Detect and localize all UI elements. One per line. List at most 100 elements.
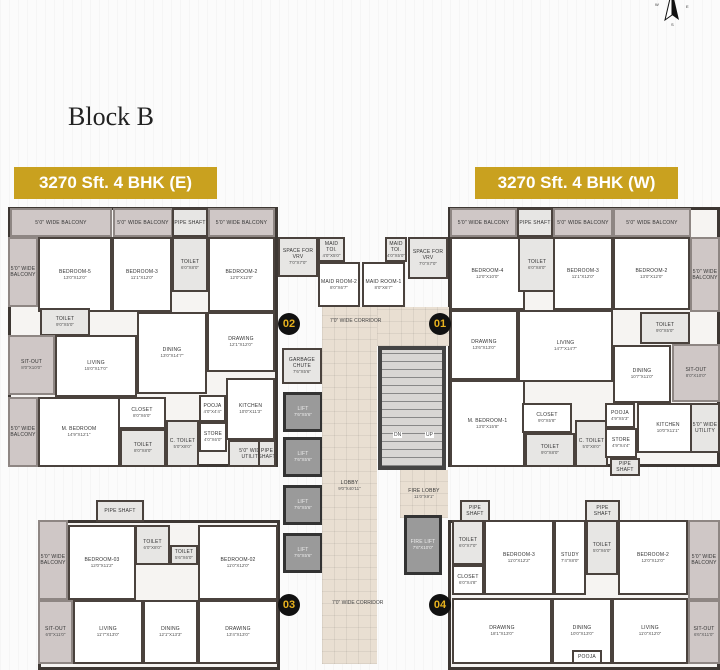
room-size: 10'0"X11'1"	[656, 428, 680, 433]
room-size: 12'0"X11'2"	[90, 562, 114, 568]
room-size: 8'0"X6'7"	[330, 284, 348, 290]
room-5-0-wide-utility: 5'0" WIDE UTILITY	[690, 403, 720, 453]
room-size: 9'0"X8'0"	[541, 450, 559, 455]
room-size: 8'0"X6'7"	[374, 284, 393, 290]
room-name: LIFT	[297, 499, 309, 505]
room-name: 5'0" WIDE BALCONY	[557, 219, 609, 226]
unit-type-badge-east: 3270 Sft. 4 BHK (E)	[14, 167, 217, 199]
corridor-label-top: 7'0" WIDE CORRIDOR	[330, 318, 382, 324]
room-pipe-shaft: PIPE SHAFT	[258, 440, 276, 467]
room-size: 5'0"X8'0"	[173, 443, 192, 449]
room-name: LOBBY	[340, 479, 359, 486]
room-size: 4'0"X6'0"	[204, 437, 222, 442]
room-name: 5'0" WIDE BALCONY	[10, 266, 36, 278]
room-5-0-wide-balcony: 5'0" WIDE BALCONY	[8, 237, 38, 307]
room-name: TOILET	[133, 442, 153, 448]
room-size: 7'6"X5'6"	[294, 505, 312, 510]
room-size: 5'0"X6'0"	[593, 547, 611, 553]
room-size: 8'0"X10'0"	[21, 365, 42, 370]
room-size: 12'0"X12'0"	[230, 274, 253, 280]
room-size: 9'0"X5'8"	[538, 418, 556, 423]
room-size: 11'1"X12'0"	[571, 273, 595, 279]
room-name: PIPE SHAFT	[519, 219, 551, 226]
room-size: 6'0"X8'0"	[528, 264, 546, 270]
room-name: BEDROOM-2	[636, 551, 670, 558]
room-size: 12'1"X13'3"	[159, 632, 182, 637]
room-size: 8'0"X8'0"	[134, 448, 152, 453]
room-name: TOILET	[55, 316, 75, 322]
room-name: LIVING	[87, 360, 105, 366]
room-size: 7'6"X5'6"	[294, 412, 312, 417]
room-pipe-shaft: PIPE SHAFT	[172, 208, 208, 237]
room-name: TOILET	[527, 258, 547, 265]
room-size: 12'0"X10'0"	[476, 273, 499, 279]
room-size: 13'0"X14'7"	[160, 353, 184, 358]
room-name: 5'0" WIDE UTILITY	[692, 422, 718, 434]
room-name: C. TOILET	[169, 437, 196, 444]
room-size: 11'0"X9'1"	[413, 494, 435, 499]
room-size: 11'7"X13'0"	[96, 632, 120, 637]
room-name: FIRE LIFT	[410, 539, 436, 545]
room-size: 7'6"X5'6"	[294, 457, 312, 462]
room-size: 10'0"X13'0"	[570, 631, 594, 636]
unit-type-badge-west: 3270 Sft. 4 BHK (W)	[475, 167, 678, 199]
room-name: BEDROOM-02	[220, 556, 256, 563]
room-size: 9'0"X40'11"	[338, 485, 361, 491]
room-name: BEDROOM-2	[635, 267, 668, 274]
room-size: 9'0"X5'0"	[656, 328, 674, 333]
room-name: 5'0" WIDE BALCONY	[215, 219, 268, 226]
room-size: 10'7"X11'0"	[630, 374, 654, 379]
room-name: PIPE SHAFT	[174, 219, 206, 226]
room-size: 7'0"X7'0"	[419, 261, 437, 266]
room-5-0-wide-balcony: 5'0" WIDE BALCONY	[10, 208, 112, 237]
room-5-0-wide-balcony: 5'0" WIDE BALCONY	[38, 520, 68, 600]
room-name: STORE	[611, 437, 631, 443]
room-size: 4'9"X5'3"	[611, 415, 629, 421]
room-size: 7'6"X10'0"	[412, 545, 434, 550]
room-name: BEDROOM-3	[566, 267, 600, 274]
room-name: DINING	[632, 368, 652, 374]
room-name: DRAWING	[228, 336, 254, 342]
room-name: PIPE SHAFT	[104, 508, 136, 514]
room-name: SIT-OUT	[20, 359, 43, 365]
corridor-label-bottom: 7'0" WIDE CORRIDOR	[332, 600, 384, 606]
room-name: TOILET	[143, 539, 162, 545]
room-name: LIVING	[99, 626, 117, 632]
room-name: C. TOILET	[578, 437, 605, 444]
north-arrow-icon: W E S	[655, 0, 689, 26]
room-staircase	[378, 346, 446, 470]
room-5-0-wide-balcony: 5'0" WIDE BALCONY	[8, 397, 38, 467]
room-5-0-wide-balcony: 5'0" WIDE BALCONY	[208, 208, 275, 237]
room-size: 6'0"X4'8"	[459, 580, 477, 585]
room-name: KITCHEN	[238, 403, 263, 409]
room-name: BEDROOM-3	[125, 268, 159, 275]
block-title: Block B	[68, 102, 154, 131]
room-size: 7'6"X5'6"	[294, 553, 312, 558]
room-5-0-wide-balcony: 5'0" WIDE BALCONY	[688, 520, 720, 600]
unit-number-04: 04	[429, 594, 451, 616]
